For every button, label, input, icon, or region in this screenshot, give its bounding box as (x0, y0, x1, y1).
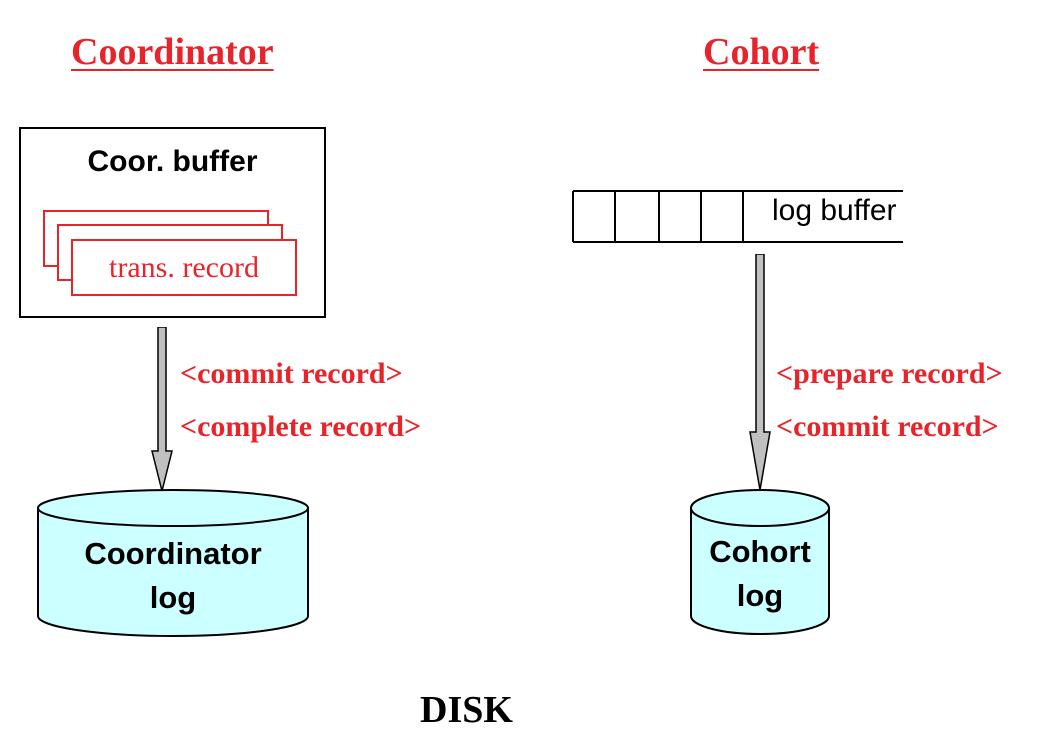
coordinator-heading: Coordinator (71, 31, 274, 73)
cohort-log-cylinder (690, 489, 830, 635)
coordinator-log-label: Coordinator log (84, 536, 262, 615)
cohort-write-arrow (749, 254, 771, 491)
cohort-log-buffer-label: log buffer (772, 194, 897, 227)
trans-record: trans. record (71, 239, 297, 296)
cohort-log-label: Cohort log (709, 534, 811, 613)
coordinator-write-arrow (151, 327, 173, 492)
cohort-commit-record-label: <commit record> (776, 410, 999, 443)
coordinator-complete-record-label: <complete record> (180, 410, 422, 443)
arrow-down-icon (151, 327, 173, 492)
coordinator-commit-record-label: <commit record> (180, 357, 403, 390)
arrow-down-icon (749, 254, 771, 491)
disk-label: DISK (420, 689, 513, 731)
coordinator-buffer-title: Coor. buffer (87, 145, 258, 178)
cohort-log-buffer (572, 190, 903, 243)
cohort-prepare-record-label: <prepare record> (776, 357, 1003, 390)
coordinator-buffer-box: Coor. buffer trans. record (19, 127, 326, 318)
cohort-heading: Cohort (703, 31, 820, 73)
coordinator-log-cylinder (37, 489, 309, 637)
trans-record-label: trans. record (109, 251, 259, 284)
